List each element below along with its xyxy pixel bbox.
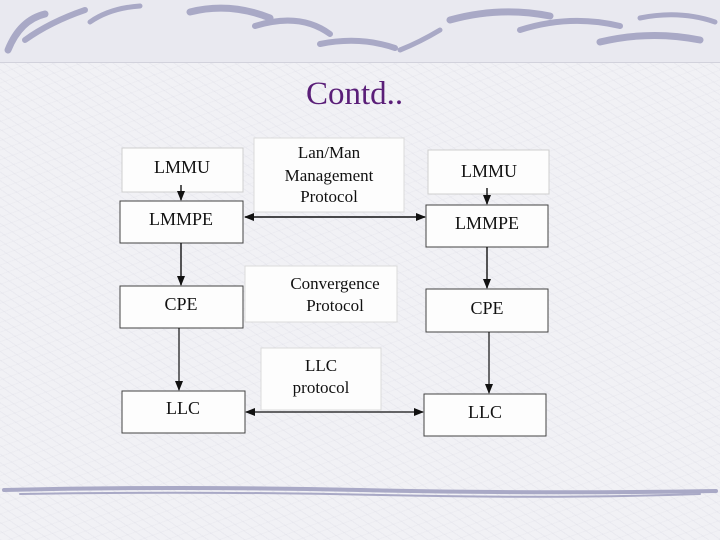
right-lmmu-box <box>427 149 550 195</box>
header-swoosh-decoration <box>4 3 718 54</box>
right-llc-label: LLC <box>468 402 502 422</box>
convergence-protocol-line2: Protocol <box>306 296 364 315</box>
llc-protocol-box <box>260 347 382 411</box>
right-cpe-box <box>425 288 549 333</box>
footer-swoosh-decoration <box>2 486 718 498</box>
left-lmmpe-box <box>119 200 244 244</box>
right-lmmpe-box <box>425 204 549 248</box>
right-llc-box <box>423 393 547 437</box>
right-lmmu-label: LMMU <box>461 161 517 181</box>
right-lmmpe-label: LMMPE <box>455 213 519 233</box>
left-llc-label: LLC <box>166 398 200 418</box>
management-protocol-box <box>253 137 405 213</box>
convergence-protocol-line1: Convergence <box>290 274 379 293</box>
left-lmmpe-label: LMMPE <box>149 209 213 229</box>
management-protocol-line3: Protocol <box>300 187 358 206</box>
llc-protocol-line1: LLC <box>305 356 337 375</box>
left-cpe-box <box>119 285 244 329</box>
slide-title: Contd.. <box>306 76 404 112</box>
left-lmmu-box <box>121 147 244 193</box>
management-protocol-line2: Management <box>285 166 374 185</box>
left-cpe-label: CPE <box>164 294 197 314</box>
left-lmmu-label: LMMU <box>154 157 210 177</box>
right-cpe-label: CPE <box>470 298 503 318</box>
convergence-protocol-box <box>244 265 398 323</box>
management-protocol-line1: Lan/Man <box>298 143 361 162</box>
llc-protocol-line2: protocol <box>293 378 350 397</box>
header-band <box>0 0 720 63</box>
